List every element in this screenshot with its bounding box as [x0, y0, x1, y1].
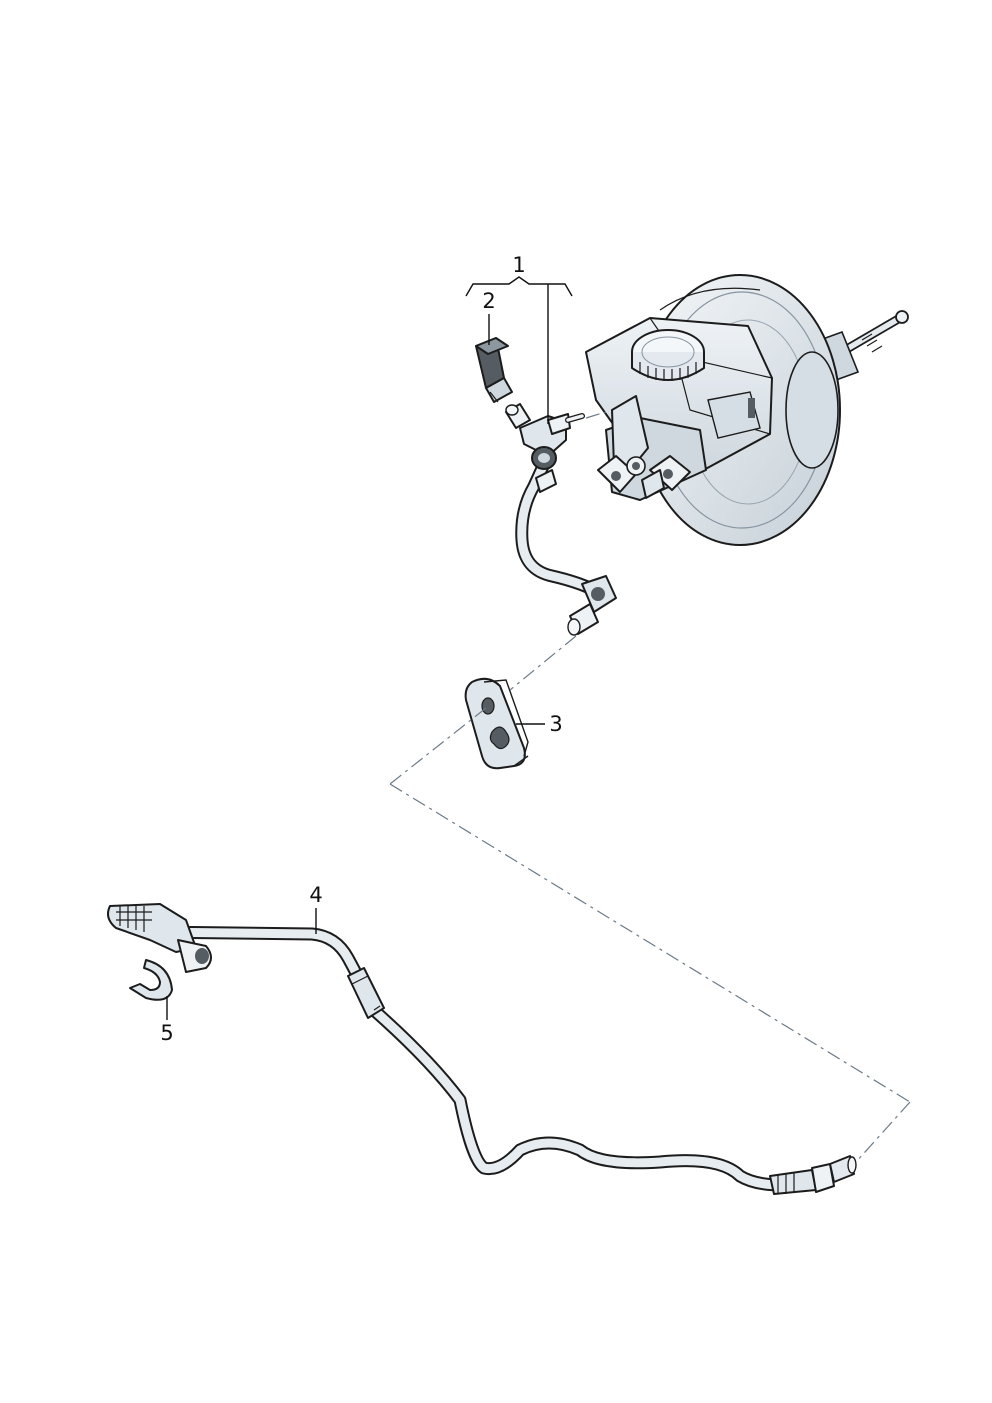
callout-1: 1 [512, 253, 525, 277]
callout-5-group: 5 [160, 996, 174, 1045]
long-vacuum-line-end-fitting-left [107, 903, 212, 973]
callout-5: 5 [160, 1021, 173, 1045]
phantom-line-right-end [855, 1101, 911, 1163]
callout-3: 3 [549, 712, 562, 736]
callout-3-group: 3 [516, 712, 563, 736]
vacuum-connector-cap [475, 337, 513, 403]
master-cylinder-port-rear [649, 455, 691, 491]
brake-booster-assembly [585, 274, 909, 546]
booster-push-rod [818, 310, 909, 382]
retaining-clip [129, 959, 173, 1001]
phantom-line-bracket-corner [389, 707, 487, 785]
long-vacuum-line [107, 903, 857, 1195]
vacuum-line-hose [515, 457, 601, 597]
phantom-line-reservoir [585, 411, 607, 419]
vacuum-line-assembly [505, 403, 617, 636]
callout-2: 2 [482, 289, 495, 313]
phantom-line-connector-bracket [509, 635, 577, 691]
phantom-line-diagonal [389, 783, 911, 1103]
master-cylinder [597, 395, 707, 501]
vacuum-line-lower-connector [567, 575, 617, 636]
callout-4-group: 4 [309, 883, 323, 934]
long-vacuum-line-end-fitting-right [769, 1155, 857, 1195]
line-mounting-bracket [464, 677, 529, 770]
callout-2-group: 2 [482, 289, 496, 345]
long-vacuum-line-coupling [347, 967, 385, 1019]
callout-4: 4 [309, 883, 322, 907]
phantom-assembly-lines [389, 411, 911, 1163]
callout-1-group: 1 [465, 253, 573, 424]
callout-1-bracket [465, 276, 573, 297]
vacuum-line-elbow-fitting [505, 403, 585, 493]
